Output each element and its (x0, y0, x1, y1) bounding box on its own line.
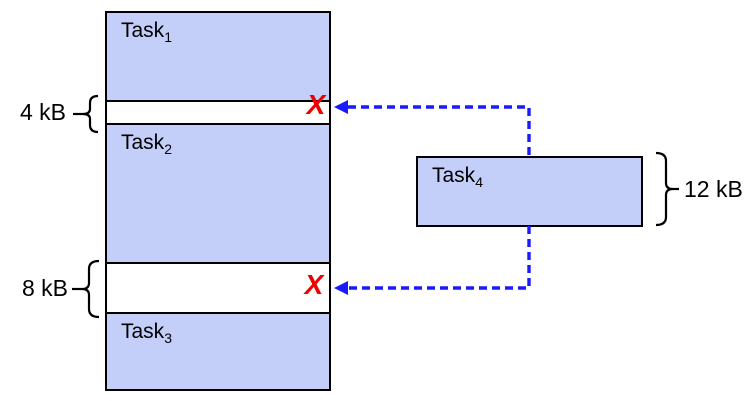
brace-left-8kb-icon (72, 259, 100, 319)
memory-gap-8kb (105, 262, 331, 314)
reject-x-icon: X (304, 269, 324, 300)
task2-label-base: Task (121, 131, 165, 154)
arrow-left-head-icon (334, 100, 348, 114)
gap-4kb-size-label: 4 kB (19, 99, 66, 125)
dashed-arrow-to-4kb-gap (334, 100, 531, 155)
reject-x-icon: X (306, 89, 326, 120)
memory-block-task2: Task2 (105, 123, 331, 264)
brace-right-12kb-icon (655, 151, 679, 227)
task1-label-subscript: 1 (164, 29, 172, 46)
task1-label-base: Task (121, 19, 165, 42)
memory-gap-4kb (105, 100, 331, 125)
gap-8kb-size-label: 8 kB (21, 275, 68, 301)
task4-label: Task4 (432, 163, 483, 189)
task2-label-subscript: 2 (164, 141, 172, 158)
task4-label-subscript: 4 (475, 174, 483, 191)
task2-label: Task2 (121, 130, 172, 156)
task4-size-label: 12 kB (684, 176, 743, 202)
incoming-task4-block: Task4 (416, 156, 643, 227)
arrow-left-head-icon (334, 281, 348, 295)
task3-label-subscript: 3 (164, 330, 172, 347)
memory-block-task1: Task1 (105, 11, 331, 102)
brace-left-4kb-icon (73, 94, 99, 134)
task4-label-base: Task (432, 164, 476, 187)
task3-label-base: Task (121, 320, 165, 343)
task1-label: Task1 (121, 18, 172, 44)
task3-label: Task3 (121, 319, 172, 345)
memory-block-task3: Task3 (105, 312, 331, 391)
dashed-arrow-to-8kb-gap (334, 226, 531, 295)
